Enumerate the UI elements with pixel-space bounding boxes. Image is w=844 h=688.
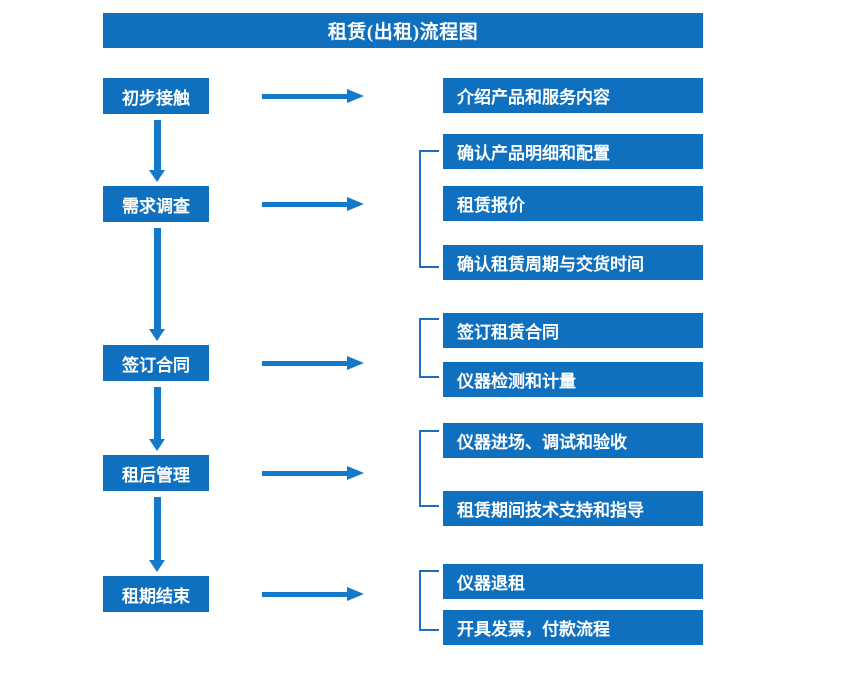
- horizontal-arrow-initial-contact: [262, 88, 364, 104]
- bracket-needs-survey: [419, 150, 439, 268]
- vertical-arrow-mgmt-to-lease-end: [149, 497, 165, 572]
- task-box-confirm-period-delivery[interactable]: 确认租赁周期与交货时间: [443, 245, 703, 280]
- stage-box-post-rental-mgmt[interactable]: 租后管理: [103, 455, 209, 491]
- stage-box-lease-end[interactable]: 租期结束: [103, 576, 209, 612]
- task-box-confirm-product-specs[interactable]: 确认产品明细和配置: [443, 134, 703, 169]
- horizontal-arrow-post-rental-mgmt: [262, 465, 364, 481]
- vertical-arrow-survey-to-contract: [149, 228, 165, 341]
- task-box-rental-quotation[interactable]: 租赁报价: [443, 186, 703, 221]
- stage-box-sign-contract[interactable]: 签订合同: [103, 345, 209, 381]
- stage-box-initial-contact[interactable]: 初步接触: [103, 78, 209, 114]
- task-box-sign-rental-contract[interactable]: 签订租赁合同: [443, 313, 703, 348]
- bracket-sign-contract: [419, 318, 439, 378]
- bracket-post-rental-mgmt: [419, 430, 439, 507]
- bracket-lease-end: [419, 570, 439, 631]
- task-box-technical-support[interactable]: 租赁期间技术支持和指导: [443, 491, 703, 526]
- horizontal-arrow-needs-survey: [262, 196, 364, 212]
- task-box-instrument-return[interactable]: 仪器退租: [443, 564, 703, 599]
- horizontal-arrow-lease-end: [262, 586, 364, 602]
- task-box-invoice-payment[interactable]: 开具发票，付款流程: [443, 610, 703, 645]
- task-box-introduce-products[interactable]: 介绍产品和服务内容: [443, 78, 703, 113]
- vertical-arrow-contact-to-survey: [149, 120, 165, 182]
- task-box-instrument-inspection[interactable]: 仪器检测和计量: [443, 362, 703, 397]
- horizontal-arrow-sign-contract: [262, 355, 364, 371]
- page-title: 租赁(出租)流程图: [103, 13, 703, 48]
- task-box-instrument-onsite[interactable]: 仪器进场、调试和验收: [443, 423, 703, 458]
- stage-box-needs-survey[interactable]: 需求调查: [103, 186, 209, 222]
- vertical-arrow-contract-to-mgmt: [149, 387, 165, 451]
